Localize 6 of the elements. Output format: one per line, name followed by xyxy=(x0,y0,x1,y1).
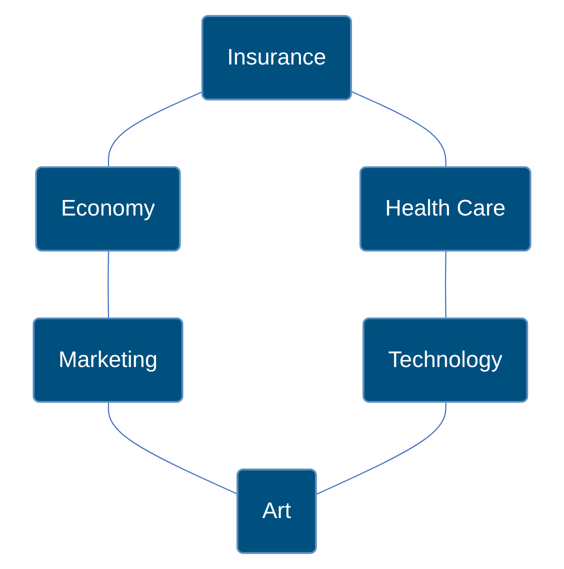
connector xyxy=(444,251,446,319)
connector xyxy=(108,91,204,168)
connector xyxy=(108,402,238,495)
connector xyxy=(108,251,110,319)
connector xyxy=(316,402,446,495)
connector xyxy=(351,91,446,168)
